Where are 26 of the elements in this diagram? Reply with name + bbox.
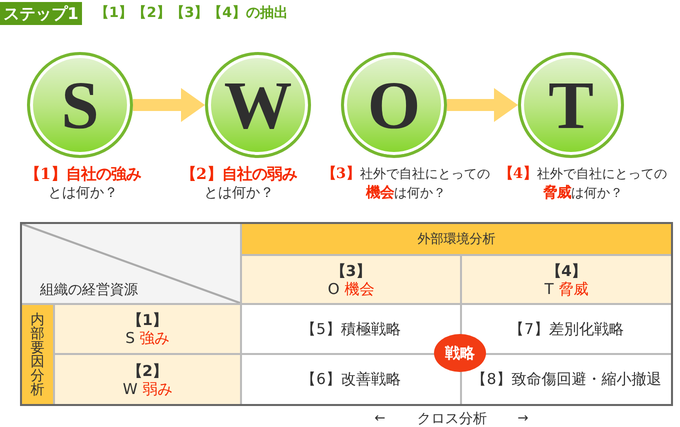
direction-arrow: →	[518, 411, 528, 427]
node-label: 【4】社外で自社にとっての脅威は何か？	[498, 165, 668, 203]
arrow	[133, 88, 205, 122]
node-label: 【1】自社の強みとは何か？	[24, 165, 142, 202]
heading: 【1】【2】【3】【4】の抽出	[95, 4, 288, 23]
item-number: 【3】	[330, 262, 372, 280]
item-number: 【1】	[127, 311, 168, 329]
letter-circle: W	[205, 52, 311, 158]
step-badge: ステップ1	[0, 2, 82, 25]
item-number: 【4】	[546, 262, 587, 280]
node-label: 【3】社外で自社にとっての機会は何か？	[321, 165, 491, 203]
column-heading: 外部環境分析	[242, 224, 671, 254]
letter-circle: O	[341, 52, 447, 158]
letter-circle: S	[27, 52, 133, 158]
node-label: 【2】自社の弱みとは何か？	[180, 165, 298, 202]
factor-label: W 弱み	[122, 380, 172, 398]
factor-label: S 強み	[125, 329, 170, 347]
factor-label: O 機会	[328, 280, 374, 298]
axis-label: 組織の経営資源	[40, 281, 138, 299]
axis-caption: クロス分析	[417, 411, 487, 427]
item-number: 【2】	[127, 362, 168, 380]
letter-circle: T	[518, 52, 624, 158]
arrow	[447, 88, 518, 122]
direction-arrow: ←	[374, 411, 386, 427]
factor-label: T 脅威	[544, 280, 588, 298]
row-heading: 内部要因分析	[22, 305, 53, 404]
